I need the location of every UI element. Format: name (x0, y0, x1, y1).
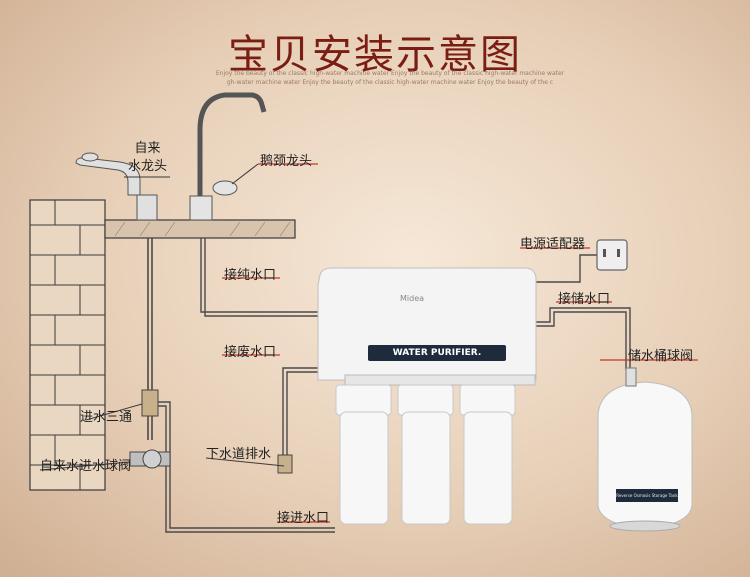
label-storage-port: 接储水口 (558, 292, 611, 307)
tap-inlet-ball-valve (129, 449, 171, 469)
page-title: 宝贝安装示意图 (228, 32, 522, 78)
water-purifier-unit (317, 267, 537, 525)
power-socket-icon (596, 239, 628, 271)
label-pure-water-port: 接纯水口 (224, 268, 277, 283)
leader-lines (39, 163, 698, 523)
label-gooseneck-faucet: 鹅颈龙头 (260, 154, 313, 169)
subtitle-line-2: gh-water machine water Enjoy the beauty … (226, 79, 554, 86)
label-tap-water: 自来 水龙头 (128, 141, 168, 174)
faucet-base (189, 195, 213, 221)
label-tank-ball-valve: 储水桶球阀 (628, 349, 694, 364)
inlet-tee (141, 389, 159, 417)
tap-water-faucet (75, 152, 158, 221)
drain-fitting (277, 454, 293, 474)
label-inlet-port: 接进水口 (277, 511, 330, 526)
label-inlet-tee: 进水三通 (80, 410, 133, 425)
faucet-handle (212, 180, 238, 196)
gooseneck-faucet (197, 92, 267, 215)
subtitle-line-1: Enjoy the beauty of the classic high-wat… (215, 70, 565, 77)
label-tap-inlet-ball-valve: 自来水进水球阀 (40, 459, 132, 474)
tank-label: Reverse Osmosis Storage Tank (616, 489, 678, 502)
countertop (104, 219, 296, 239)
product-label: WATER PURIFIER. (368, 345, 506, 361)
brick-wall (29, 199, 106, 491)
label-drain: 下水道排水 (206, 447, 272, 462)
label-power-adapter: 电源适配器 (520, 237, 586, 252)
label-waste-water-port: 接废水口 (224, 345, 277, 360)
brand-logo: Midea (400, 294, 425, 303)
storage-tank (597, 367, 693, 532)
